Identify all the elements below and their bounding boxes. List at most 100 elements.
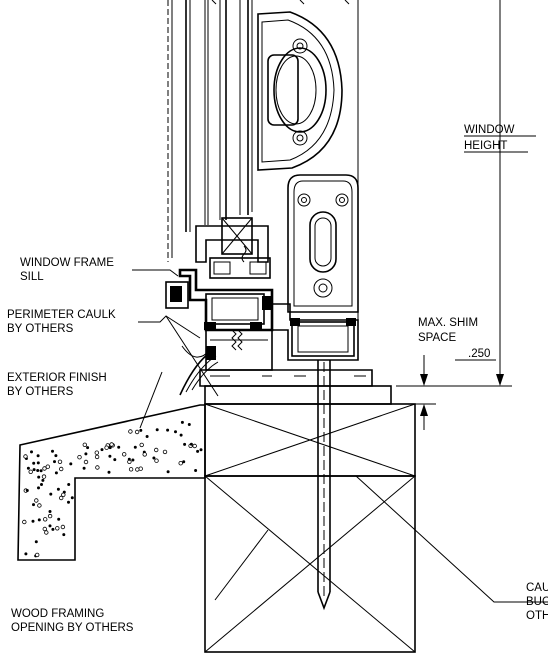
stucco-aggregate-dot — [166, 470, 170, 474]
label-frame-sill-1: WINDOW FRAME — [20, 257, 114, 269]
stucco-aggregate-dot — [192, 443, 197, 449]
stucco-aggregate-dot — [36, 454, 40, 458]
stucco-aggregate-dot — [196, 449, 200, 453]
label-shim-2: SPACE — [418, 332, 456, 344]
stucco-aggregate-dot — [49, 492, 53, 496]
stucco-aggregate-dot — [95, 465, 100, 470]
stucco-aggregate-dot — [54, 471, 58, 475]
frame-sill-profile — [165, 268, 373, 396]
stucco-aggregate-dot — [173, 430, 177, 434]
stucco-aggregate-dot — [51, 449, 55, 453]
label-wood-framing-1: WOOD FRAMING — [11, 608, 104, 620]
stucco-aggregate-dot — [57, 459, 63, 464]
stucco-aggregate-dot — [145, 434, 149, 438]
stucco-aggregate-dot — [127, 457, 131, 461]
window-height-dimension — [396, 0, 512, 387]
label-window-height-1: WINDOW — [464, 124, 515, 136]
stucco-aggregate-dot — [45, 464, 50, 469]
stucco-aggregate-dot — [34, 540, 38, 544]
stucco-aggregate-dot — [57, 517, 61, 521]
label-wood-framing-2: OPENING BY OTHERS — [11, 622, 134, 634]
annotation-labels: WINDOW HEIGHT WINDOW FRAME SILL PERIMETE… — [7, 124, 548, 634]
stucco-aggregate-dot — [86, 446, 90, 450]
stucco-aggregate-dot — [69, 462, 73, 466]
stucco-aggregate-dot — [109, 442, 114, 447]
stucco-aggregate-dot — [61, 492, 66, 497]
label-perimeter-caulk-2: BY OTHERS — [7, 323, 74, 335]
label-shim-1: MAX. SHIM — [418, 317, 478, 329]
label-frame-sill-2: SILL — [20, 271, 44, 283]
stucco-aggregate-dot — [166, 428, 170, 432]
stucco-aggregate-dot — [94, 450, 99, 455]
stucco-aggregate-dot — [108, 454, 112, 458]
stucco-aggregate-dot — [39, 469, 43, 473]
stucco-aggregate-dot — [32, 468, 36, 472]
stucco-aggregate-dot — [84, 452, 88, 456]
label-exterior-finish-1: EXTERIOR FINISH — [7, 372, 107, 384]
stucco-aggregate-dot — [32, 503, 36, 507]
label-perimeter-caulk-1: PERIMETER CAULK — [7, 309, 116, 321]
stucco-aggregate-dot — [35, 552, 40, 558]
stucco-aggregate-dot — [42, 466, 47, 471]
stucco-aggregate-dot — [37, 486, 41, 490]
stucco-aggregate-dot — [55, 526, 60, 531]
label-window-height-2: HEIGHT — [464, 140, 507, 152]
stucco-aggregate-dot — [134, 429, 140, 435]
stucco-aggregate-dot — [121, 452, 127, 457]
stucco-aggregate-dot — [83, 459, 89, 465]
stucco-aggregate-dot — [155, 428, 159, 432]
stucco-aggregate-dot — [56, 487, 60, 491]
stucco-aggregate-dot — [41, 478, 45, 482]
sash-bottom-rail — [195, 217, 271, 279]
stucco-aggregate-dot — [59, 495, 64, 501]
stucco-aggregate-dot — [36, 468, 40, 472]
stucco-aggregate-dot — [22, 519, 27, 525]
exterior-finish — [17, 404, 206, 561]
stucco-aggregate-dot — [70, 496, 74, 500]
window-jamb — [167, 0, 359, 320]
stucco-aggregate-dot — [139, 428, 143, 432]
label-shim-value: .250 — [468, 348, 490, 360]
stucco-aggregate-dot — [29, 450, 33, 454]
stucco-aggregate-dot — [108, 446, 112, 450]
stucco-aggregate-dot — [153, 447, 159, 453]
shim — [204, 385, 392, 405]
stucco-aggregate-dot — [31, 519, 35, 523]
stucco-aggregate-dot — [113, 458, 117, 462]
stucco-aggregate-dot — [128, 429, 133, 434]
sill-framing-member — [204, 403, 416, 477]
stucco-aggregate-dot — [43, 517, 48, 522]
stucco-aggregate-dot — [62, 533, 66, 537]
stud-framing-member — [204, 475, 416, 653]
sash-lock — [257, 11, 343, 171]
stucco-aggregate-dot — [139, 442, 144, 448]
stucco-aggregate-dot — [42, 526, 47, 532]
stucco-aggregate-dot — [48, 509, 52, 513]
stucco-aggregate-dot — [41, 474, 47, 479]
stucco-aggregate-dot — [25, 488, 29, 492]
stucco-aggregate-dot — [189, 442, 193, 446]
stucco-aggregate-dot — [180, 420, 184, 424]
stucco-aggregate-dot — [100, 448, 104, 452]
stucco-aggregate-dot — [187, 422, 191, 426]
stucco-aggregate-dot — [47, 513, 53, 519]
stucco-aggregate-dot — [179, 433, 183, 437]
stucco-aggregate-dot — [32, 461, 36, 465]
stucco-aggregate-dot — [24, 552, 28, 556]
stucco-aggregate-dot — [36, 461, 40, 465]
stucco-aggregate-dot — [194, 468, 198, 472]
stucco-aggregate-dot — [162, 449, 168, 455]
stucco-aggregate-dot — [48, 524, 52, 528]
stucco-aggregate-dot — [154, 458, 159, 463]
stucco-aggregate-dot — [67, 500, 71, 504]
lock-keeper — [287, 174, 359, 313]
stucco-aggregate-dot — [51, 527, 55, 531]
shim-dimension — [396, 355, 436, 430]
stucco-aggregate-dot — [37, 518, 41, 522]
stucco-aggregate-dot — [131, 458, 135, 462]
stucco-aggregate-dot — [37, 475, 41, 479]
stucco-aggregate-dot — [199, 448, 203, 452]
anchor-screw — [317, 360, 331, 611]
stucco-aggregate-dot — [135, 467, 140, 472]
